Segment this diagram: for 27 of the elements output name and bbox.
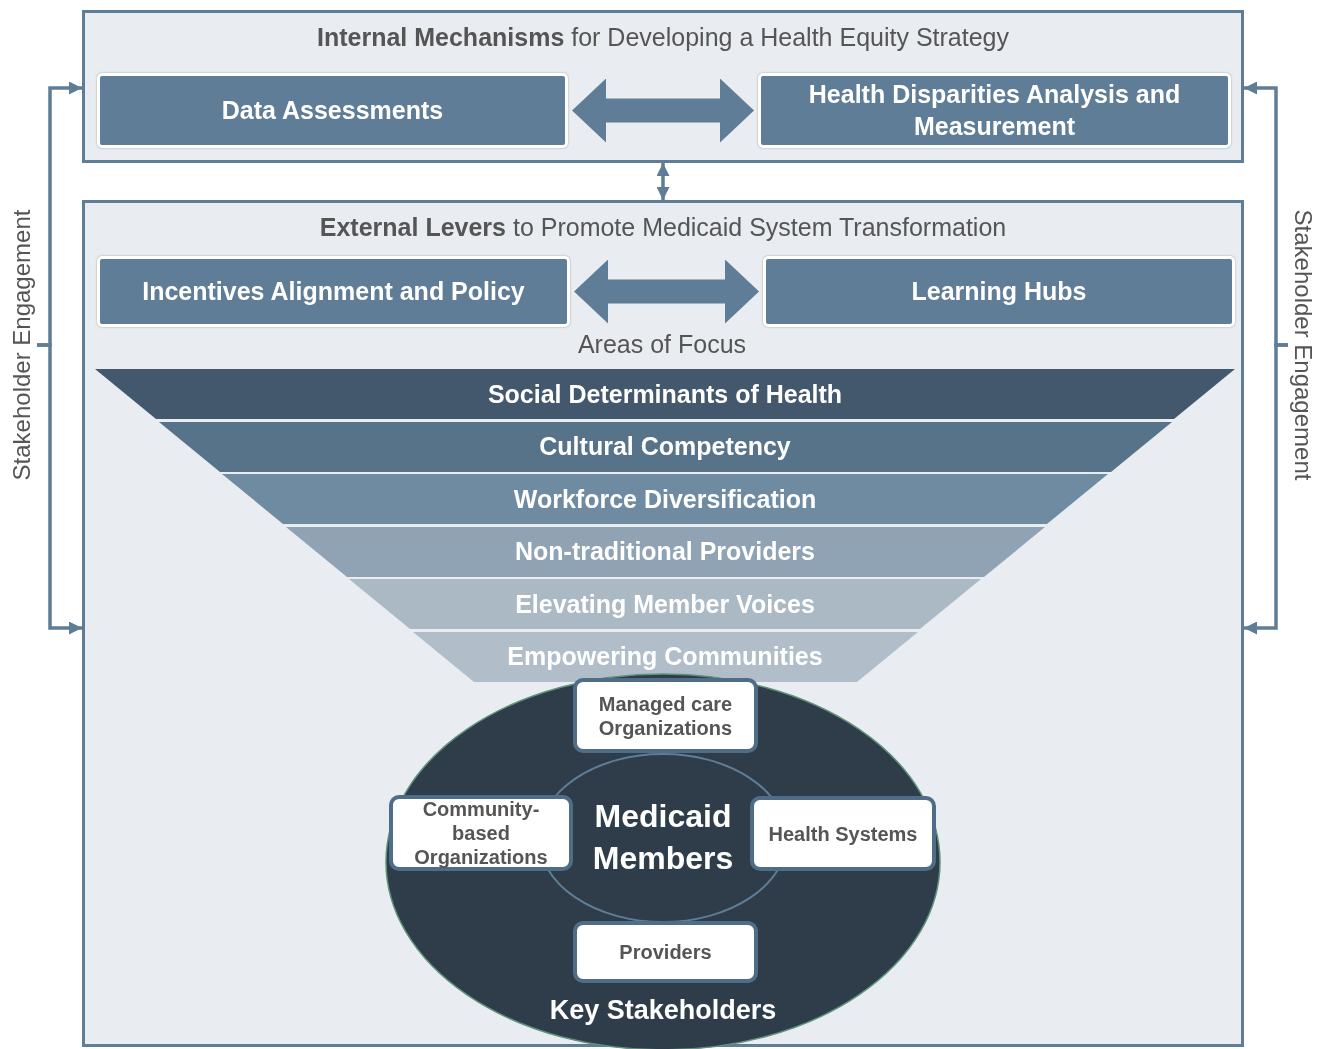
connector-arrow [1244, 343, 1288, 635]
lever-box: Learning Hubs [763, 256, 1235, 327]
lever-box: Incentives Alignment and Policy [97, 256, 570, 327]
stakeholder-box: Providers [573, 921, 758, 983]
funnel-band: Workforce Diversification [222, 474, 1108, 524]
funnel-band: Elevating Member Voices [349, 579, 981, 629]
section-label: Areas of Focus [577, 330, 747, 358]
side-label: Stakeholder Engagement [1288, 175, 1318, 515]
lever-box: Data Assessments [97, 73, 568, 148]
section-panel [82, 200, 1244, 1047]
side-label: Stakeholder Engagement [7, 175, 37, 515]
stakeholder-box: Community-based Organizations [389, 795, 573, 871]
funnel-band: Social Determinants of Health [95, 369, 1235, 419]
stakeholder-box: Health Systems [750, 796, 936, 871]
funnel-band: Empowering Communities [412, 631, 918, 682]
section-heading: External Levers to Promote Medicaid System Transformation [319, 213, 1007, 242]
funnel-band: Non-traditional Providers [285, 526, 1045, 577]
double-arrow [572, 78, 754, 143]
section-heading: Internal Mechanisms for Developing a Health Equity Strategy [317, 23, 1009, 52]
lever-box: Health Disparities Analysis and Measurement [758, 73, 1231, 148]
section-panel [82, 10, 1244, 163]
connector-arrow [37, 343, 82, 635]
ellipse-label: Key Stakeholders [548, 995, 778, 1026]
stakeholder-box: Managed care Organizations [573, 678, 758, 753]
double-arrow [574, 259, 759, 324]
funnel-band: Cultural Competency [158, 421, 1172, 472]
connector-arrow [656, 163, 670, 200]
